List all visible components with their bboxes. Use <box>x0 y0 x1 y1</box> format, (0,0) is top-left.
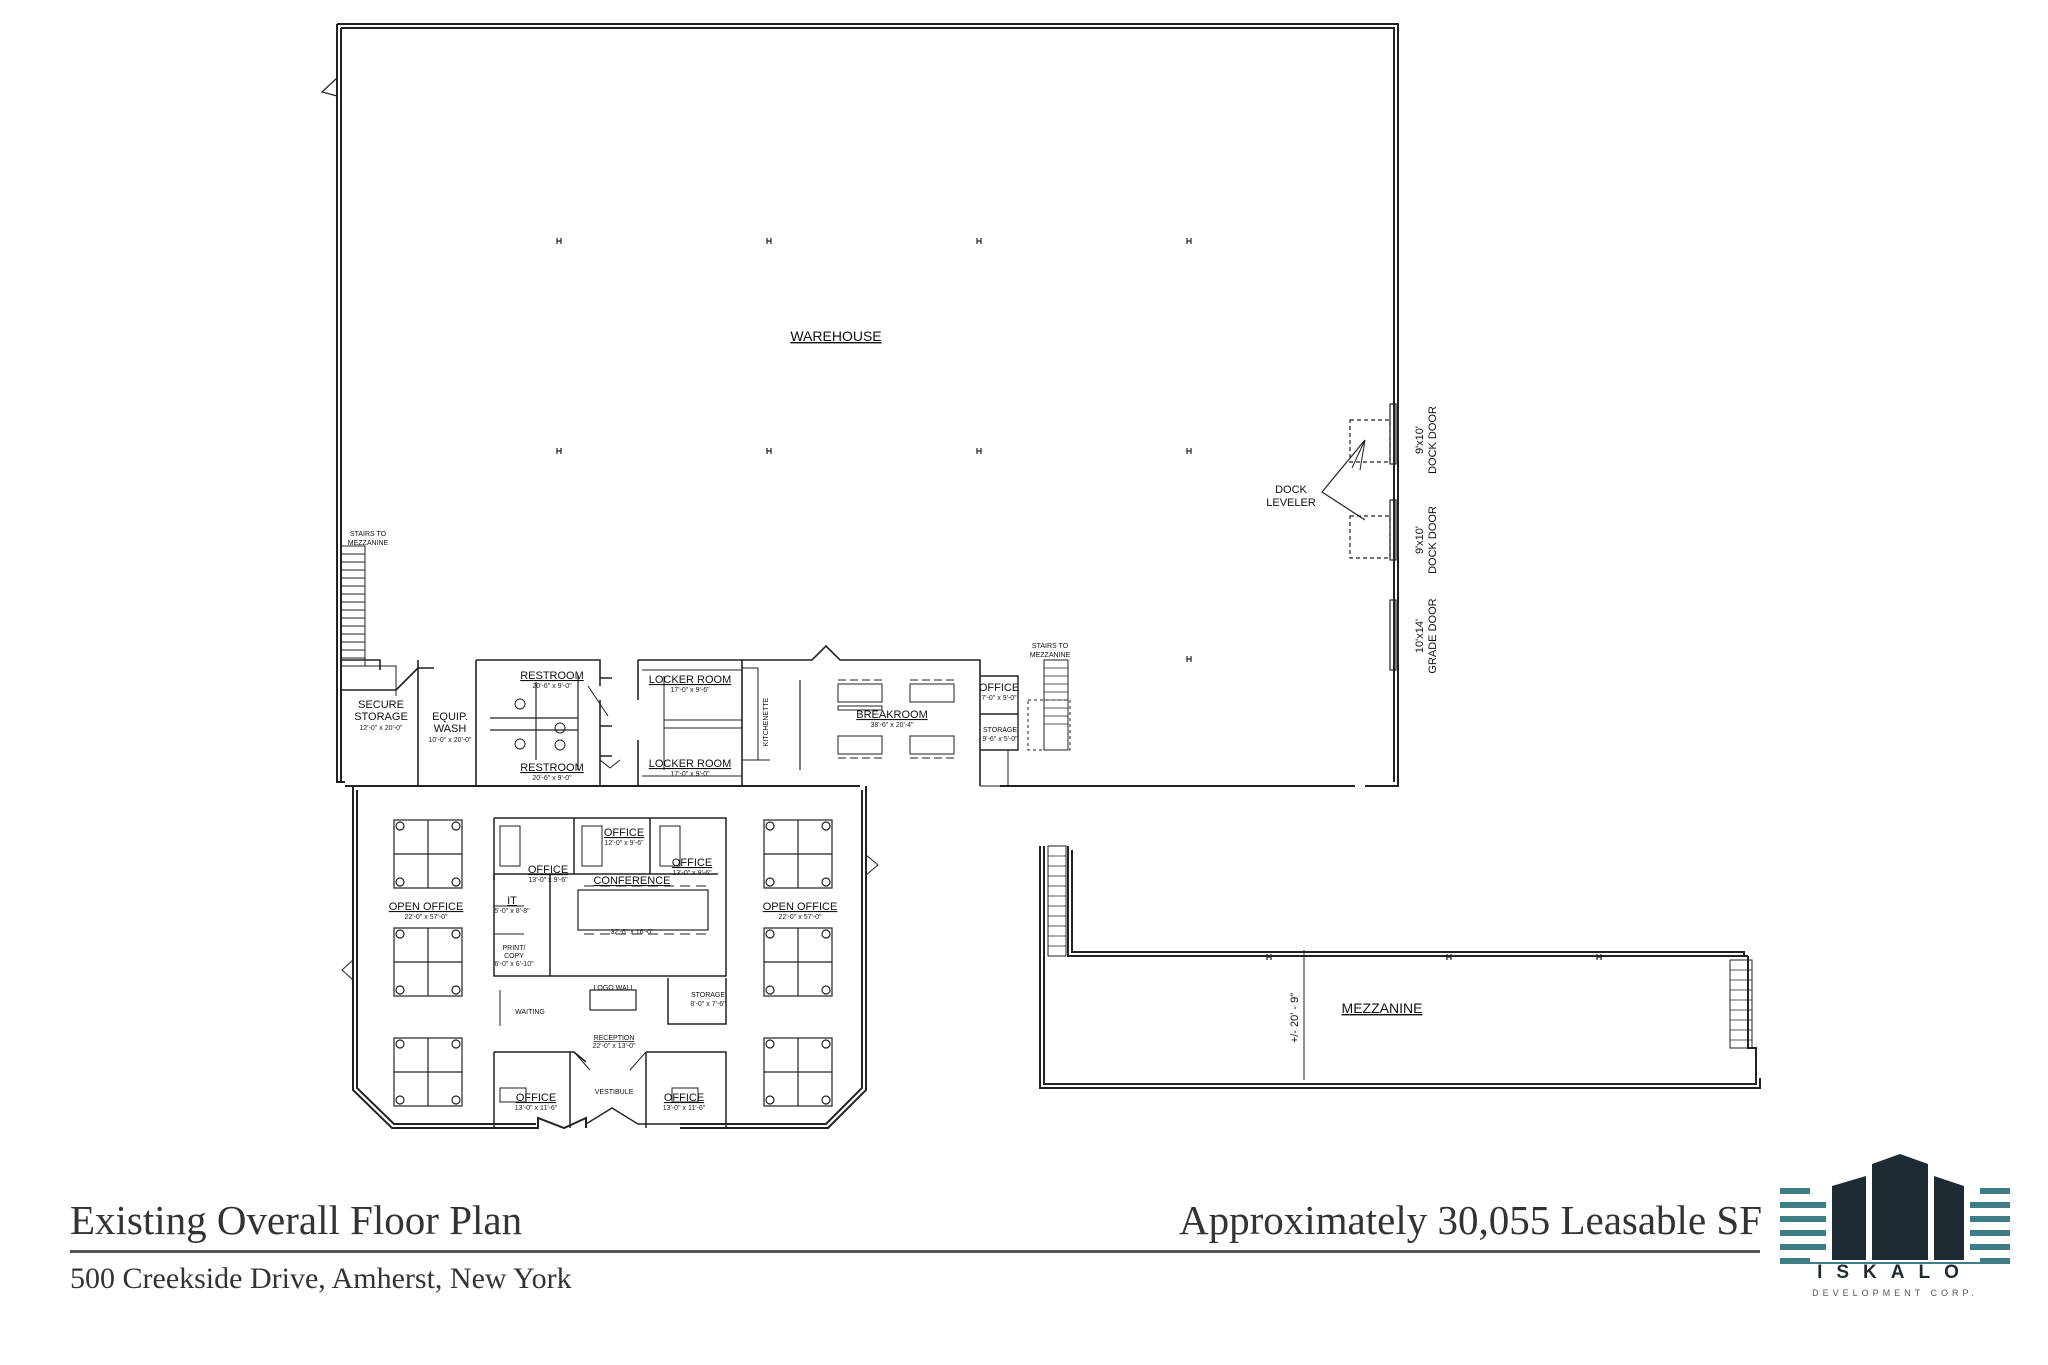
locker-room-top-dim: 17'-0" x 9'-6" <box>670 687 710 694</box>
office-warehouse-dim: 7'-0" x 9'-0" <box>981 695 1017 702</box>
open-office-right-label: OPEN OFFICE <box>763 901 838 913</box>
it-room-dim: 5'-0" x 8'-8" <box>494 908 530 915</box>
office-b-label: OFFICE <box>604 827 644 839</box>
grade-door-label: GRADE DOOR <box>1427 598 1439 673</box>
title-divider <box>70 1250 1760 1253</box>
mezzanine-label: MEZZANINE <box>1342 1000 1423 1016</box>
reception-label: RECEPTION <box>594 1035 635 1042</box>
equip-wash-label-2: WASH <box>434 723 467 735</box>
office-e-label: OFFICE <box>664 1092 704 1104</box>
column-markers <box>556 238 1192 662</box>
support-rooms <box>341 644 1071 787</box>
office-warehouse-label: OFFICE <box>979 682 1019 694</box>
dock-door-1-size: 9'x10' <box>1414 426 1426 454</box>
warehouse-label: WAREHOUSE <box>790 328 881 344</box>
stairs-left-label-2: MEZZANINE <box>348 540 389 547</box>
dock-leveler-label: DOCK <box>1275 484 1307 496</box>
kitchenette-label: KITCHENETTE <box>763 697 770 746</box>
iskalo-logo-icon <box>1780 1138 2010 1264</box>
stairs-left-label: STAIRS TO <box>350 531 387 538</box>
office-a-dim: 13'-0" x 9'-6" <box>528 877 568 884</box>
storage-warehouse-dim: 9'-6" x 5'-0" <box>982 736 1018 743</box>
it-room-label: IT <box>507 895 517 907</box>
conference-label: CONFERENCE <box>593 875 670 887</box>
storage-front-label: STORAGE <box>691 992 725 999</box>
reception-dim: 22'-0" x 13'-0" <box>592 1043 636 1050</box>
room-labels: WAREHOUSE DOCK LEVELER 9'x10' DOCK DOOR … <box>348 328 1439 1112</box>
office-b-dim: 12'-0" x 9'-6" <box>604 840 644 847</box>
dock-door-2-size: 9'x10' <box>1414 526 1426 554</box>
dock-leveler-label-2: LEVELER <box>1266 497 1316 509</box>
locker-room-bottom-label: LOCKER ROOM <box>649 758 732 770</box>
print-copy-label: PRINT/ <box>503 945 526 952</box>
grade-door-size: 10'x14' <box>1414 619 1426 653</box>
office-c-label: OFFICE <box>672 857 712 869</box>
office-d-label: OFFICE <box>516 1092 556 1104</box>
logo-wall-label: LOGO WALL <box>594 985 635 992</box>
locker-room-top-label: LOCKER ROOM <box>649 674 732 686</box>
breakroom-dim: 38'-6" x 20'-4" <box>870 722 914 729</box>
mezzanine-outline <box>1039 845 1761 1089</box>
mezzanine-height: +/- 20' - 9" <box>1289 993 1301 1043</box>
open-office-right-dim: 22'-0" x 57'-0" <box>778 914 822 921</box>
plan-title: Existing Overall Floor Plan <box>70 1197 523 1243</box>
equip-wash-label: EQUIP. <box>432 711 468 723</box>
dock-door-1-label: DOCK DOOR <box>1427 406 1439 474</box>
company-subtitle: DEVELOPMENT CORP. <box>1812 1288 1978 1298</box>
vestibule-label: VESTIBULE <box>595 1089 634 1096</box>
stairs-right-label: STAIRS TO <box>1032 643 1069 650</box>
secure-storage-label: SECURE <box>358 699 404 711</box>
storage-front-dim: 8'-0" x 7'-6" <box>690 1001 726 1008</box>
company-name: ISKALO <box>1817 1262 1973 1283</box>
equip-wash-dim: 10'-0" x 20'-0" <box>428 737 472 744</box>
property-address: 500 Creekside Drive, Amherst, New York <box>70 1262 572 1295</box>
breakroom-label: BREAKROOM <box>856 709 928 721</box>
locker-room-bottom-dim: 17'-0" x 9'-0" <box>670 771 710 778</box>
office-interiors <box>493 817 727 1128</box>
dock-area <box>1321 403 1397 671</box>
office-wing <box>341 786 879 1130</box>
stairs-right-label-2: MEZZANINE <box>1030 652 1071 659</box>
workstations-left <box>393 819 463 1107</box>
print-copy-dim: 6'-0" x 6'-10" <box>494 961 534 968</box>
secure-storage-label-2: STORAGE <box>354 711 408 723</box>
secure-storage-dim: 12'-0" x 20'-0" <box>359 725 403 732</box>
restroom-top-dim: 20'-6" x 9'-0" <box>532 683 572 690</box>
workstations-right <box>763 819 833 1107</box>
storage-warehouse-label: STORAGE <box>983 727 1017 734</box>
breakroom-tables <box>837 679 955 759</box>
restroom-bottom-label: RESTROOM <box>520 762 584 774</box>
conference-dim: 32'-6" x 16'-0" <box>610 929 654 936</box>
office-e-dim: 13'-0" x 11'-6" <box>663 1105 706 1112</box>
floor-plan-drawing: WAREHOUSE DOCK LEVELER 9'x10' DOCK DOOR … <box>320 23 1761 1130</box>
restroom-bottom-dim: 20'-6" x 9'-0" <box>532 775 572 782</box>
waiting-label: WAITING <box>515 1009 545 1016</box>
office-a-label: OFFICE <box>528 864 568 876</box>
open-office-left-dim: 22'-0" x 57'-0" <box>404 914 448 921</box>
warehouse-outline <box>320 23 1399 787</box>
leasable-area-note: Approximately 30,055 Leasable SF <box>1178 1197 1762 1243</box>
stairs-left <box>340 545 397 696</box>
office-d-dim: 13'-0" x 11'-6" <box>515 1105 558 1112</box>
open-office-left-label: OPEN OFFICE <box>389 901 464 913</box>
office-c-dim: 13'-0" x 9'-6" <box>672 870 712 877</box>
dock-door-2-label: DOCK DOOR <box>1427 506 1439 574</box>
restroom-top-label: RESTROOM <box>520 670 584 682</box>
print-copy-label-2: COPY <box>504 953 524 960</box>
